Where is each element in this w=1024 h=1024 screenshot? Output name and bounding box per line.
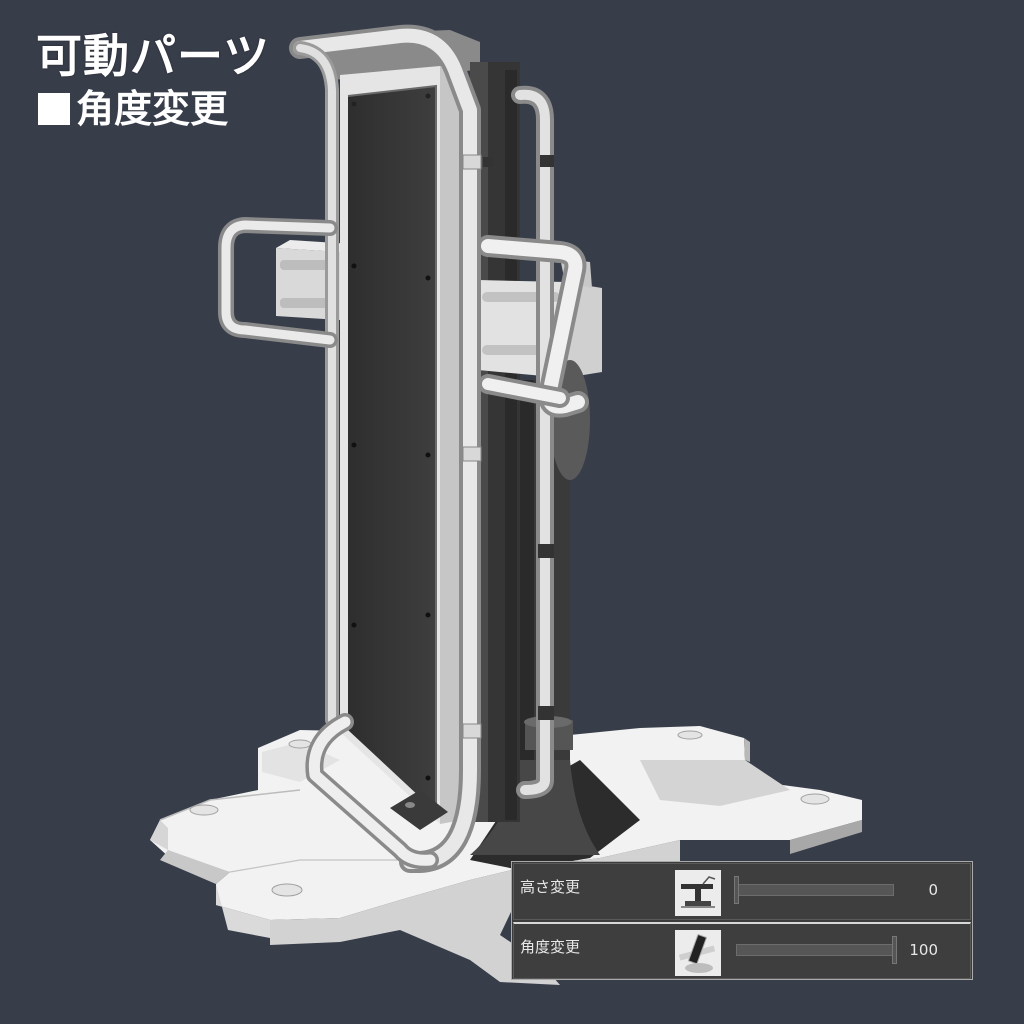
panel-angle-preview-icon[interactable]	[675, 930, 721, 976]
page-subtitle: 角度変更	[36, 86, 270, 132]
slider-label: 角度変更	[520, 938, 581, 956]
height-slider-value: 0	[928, 881, 938, 899]
height-slider-handle[interactable]	[734, 876, 739, 904]
slider-row-height: 高さ変更 0	[513, 863, 971, 920]
morph-control-panel: 高さ変更 0 角度変更	[511, 861, 973, 980]
table-height-preview-icon[interactable]	[675, 870, 721, 916]
angle-slider-value: 100	[909, 941, 938, 959]
square-bullet-icon	[38, 93, 70, 125]
height-slider-track[interactable]	[736, 884, 894, 896]
angle-slider-handle[interactable]	[892, 936, 897, 964]
pipe-rails	[218, 24, 589, 873]
slider-row-angle: 角度変更 100	[513, 922, 971, 979]
page-title: 可動パーツ	[36, 29, 271, 83]
front-panel	[340, 66, 462, 830]
pipe-clamps	[462, 154, 554, 739]
title-block: 可動パーツ 角度変更	[36, 28, 270, 132]
angle-slider-track[interactable]	[736, 944, 894, 956]
subtitle-text: 角度変更	[76, 87, 229, 131]
slider-label: 高さ変更	[520, 878, 581, 896]
